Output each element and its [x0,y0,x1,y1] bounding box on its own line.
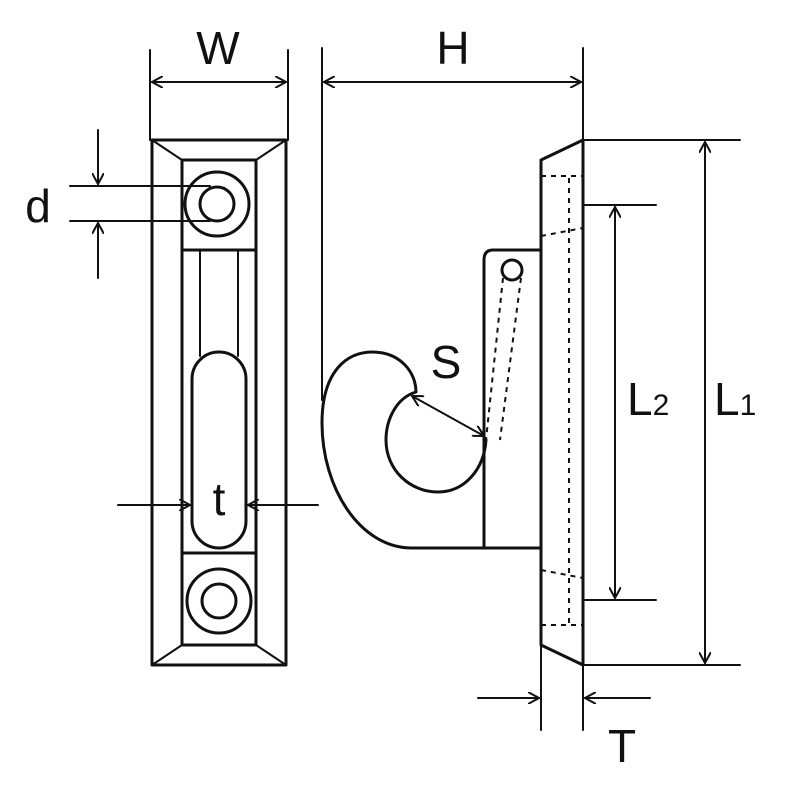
side-view [320,138,741,667]
bevel-br [255,644,287,666]
label-h: H [436,22,469,74]
dimension-h: H [321,22,584,401]
hook-body [482,248,543,550]
bottom-hole-inner [200,582,238,620]
hook-curve [320,350,543,550]
label-l2: L2 [627,373,669,425]
bevel-bl [151,644,183,666]
latch-pin [500,258,524,282]
plate-hidden-mid-bottom [540,569,584,579]
dimension-w: W [149,22,289,141]
plate-hidden-mid-top [540,227,584,237]
hook-slot [190,350,248,550]
bevel-tr [255,139,287,161]
dimension-l1: L1 [705,141,756,664]
bottom-hole-outer [185,567,253,635]
dimension-d: d [25,129,211,279]
latch-hidden-right [499,277,522,441]
label-t: t [213,473,226,525]
dimension-s: S [412,336,484,436]
top-hole-outer [183,170,251,238]
front-view [150,138,288,667]
label-w: W [196,22,240,74]
label-l1: L1 [714,373,756,425]
label-d: d [25,180,51,232]
label-s: S [431,336,462,388]
side-plate [539,138,585,667]
dimension-t-plate: T [477,644,651,772]
latch-hidden-left [485,277,504,441]
top-hole-inner [198,185,236,223]
dimension-l2: L2 [615,206,669,599]
label-t-plate: T [608,720,636,772]
bevel-tl [151,139,183,161]
front-plate-outline [150,138,288,667]
front-plate-inner [180,158,258,647]
dimension-t: t [117,473,319,525]
